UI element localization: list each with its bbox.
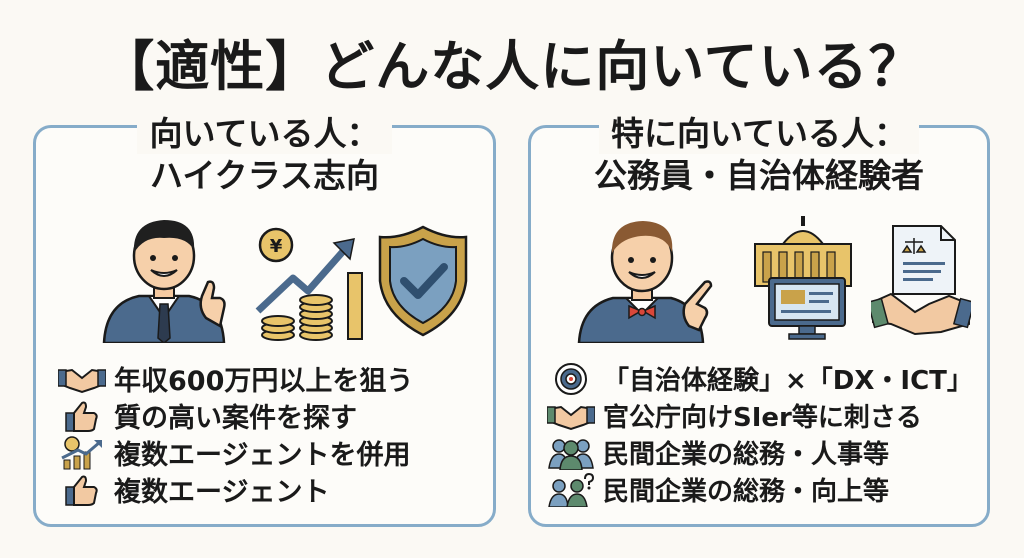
right-panel: 特に向いている人： 公務員・自治体経験者 [528,114,990,527]
list-item: 官公庁向けSIer等に刺さる [547,397,973,434]
left-heading-line2: ハイクラス志向 [149,156,380,195]
contract-handshake-icon [871,225,971,336]
item-text: 年収600万円以上を狙う [114,366,414,397]
handshake-icon [547,405,595,430]
item-text: 「自治体経験」×「DX・ICT」 [603,366,973,396]
list-item: 民間企業の総務・向上等 [547,471,973,508]
list-item: 複数エージェントを併用 [58,434,413,471]
coins-growth-icon: ¥ [255,227,363,341]
item-text: 複数エージェントを併用 [114,440,411,471]
people-group-icon [548,438,594,470]
right-heading: 特に向いている人： 公務員・自治体経験者 [531,114,987,196]
left-list: 年収600万円以上を狙う 質の高い案件を探す 複数エージェントを併用 [58,360,413,508]
thumbs-up-icon [65,401,98,432]
right-list: 「自治体経験」×「DX・ICT」 官公庁向けSIer等に刺さる 民間企業の総務・… [547,360,973,508]
page-title: 【適性】どんな人に向いている？ [100,35,924,98]
list-item: 質の高い案件を探す [58,397,413,434]
item-text: 複数エージェント [114,477,330,508]
shield-check-icon [378,225,468,337]
right-heading-line1: 特に向いている人： [598,114,919,154]
thumbs-up-icon [65,475,98,506]
list-item: 民間企業の総務・人事等 [547,434,973,471]
people-question-icon [548,472,595,507]
target-icon [555,362,587,395]
item-text: 民間企業の総務・人事等 [603,440,890,470]
businessman-thumbs-up-icon [102,220,226,343]
item-text: 官公庁向けSIer等に刺さる [603,403,922,433]
left-heading-line1: 向いている人： [137,114,392,154]
government-building-monitor-icon [754,216,852,340]
growth-chart-icon [61,435,102,469]
svg-text:¥: ¥ [270,236,283,257]
left-heading: 向いている人： ハイクラス志向 [36,114,493,196]
list-item: 年収600万円以上を狙う [58,360,413,397]
list-item: 「自治体経験」×「DX・ICT」 [547,360,973,397]
item-text: 民間企業の総務・向上等 [603,477,890,507]
man-bowtie-pointing-icon [577,221,713,343]
handshake-icon [58,368,106,393]
right-heading-line2: 公務員・自治体経験者 [594,156,924,195]
left-panel: 向いている人： ハイクラス志向 ¥ [33,114,496,527]
item-text: 質の高い案件を探す [114,403,357,434]
list-item: 複数エージェント [58,471,413,508]
